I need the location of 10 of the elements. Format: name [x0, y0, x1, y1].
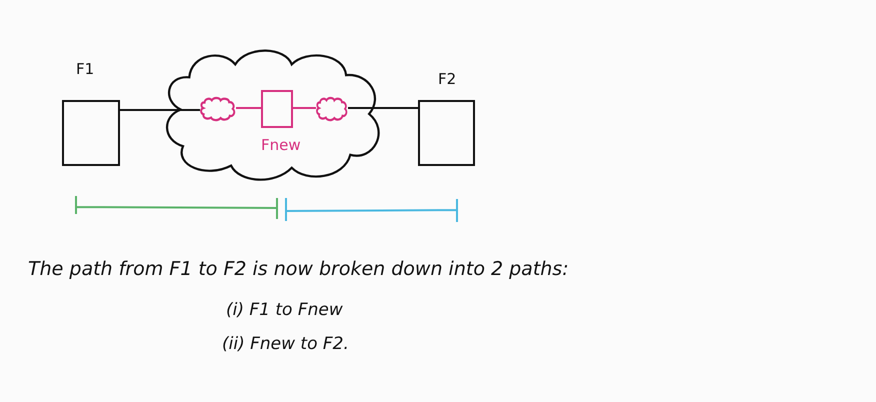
note-text: (ii) Fnew to F2. — [222, 334, 349, 354]
node-label: F1 — [76, 60, 94, 78]
connector-line — [293, 107, 316, 109]
connector-line — [236, 107, 261, 109]
connector-line — [120, 109, 200, 111]
connector-line — [348, 107, 418, 109]
node-label: Fnew — [261, 136, 301, 154]
node-label: F2 — [438, 70, 456, 88]
note-text: (i) F1 to Fnew — [226, 300, 343, 320]
note-text: The path from F1 to F2 is now broken down into 2 paths: — [28, 258, 569, 280]
